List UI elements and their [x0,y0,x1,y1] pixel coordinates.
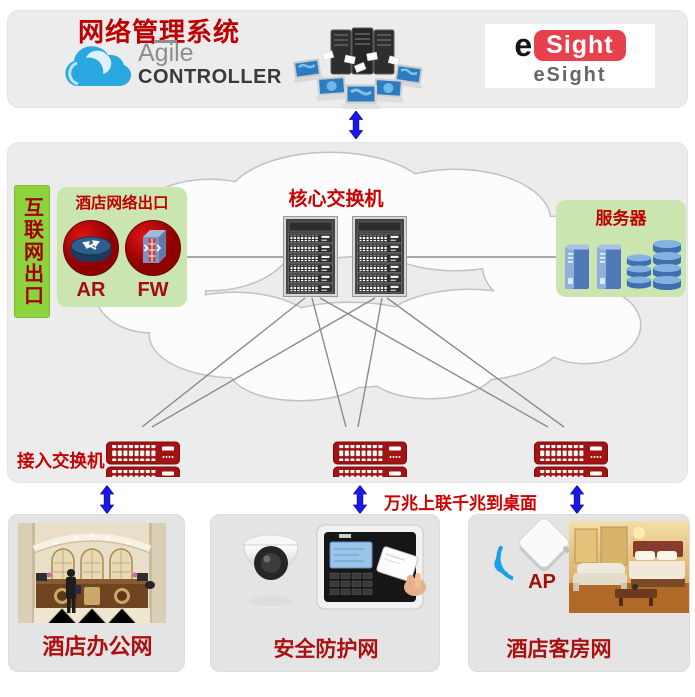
link-arrow-top-icon [349,110,363,140]
access-point-icon [509,517,579,579]
servers-title: 服务器 [595,209,647,228]
hotel-exit-box: 酒店网络出口 [57,187,187,307]
internet-exit-label: 互联网出口 [14,185,50,318]
agile-logo-text: Agile CONTROLLER [138,40,282,88]
dome-camera-icon [237,529,305,613]
esight-wordmark: e Sight [514,27,626,63]
esight-sight: Sight [546,30,614,59]
core-switch-icon [283,216,338,297]
core-switch-icon [352,216,407,297]
link-arrow-left-icon [100,485,114,514]
firewall-label: FW [137,279,169,301]
agile-cloud-icon [56,38,136,94]
access-switch-icon [333,429,407,477]
esight-caption: eSight [533,64,607,86]
link-arrow-middle-icon [353,485,367,514]
ap-label: AP [528,571,556,593]
office-network-card: 酒店办公网 [8,514,185,672]
firewall-icon [124,219,182,277]
access-switch-icon [534,429,608,477]
servers-box: 服务器 [556,200,686,297]
access-switch-icon [106,429,180,477]
guestroom-network-label: 酒店客房网 [506,638,612,661]
database-cylinder-icon [626,240,681,290]
hotel-lobby-image [18,523,166,623]
controller-wordmark: CONTROLLER [138,66,282,88]
guestroom-network-card: AP 酒店客房网 [468,514,690,672]
agile-wordmark: Agile [138,39,194,67]
esight-red-pill: Sight [534,29,626,61]
management-computers-icon [293,26,430,110]
agile-macron-bar [155,40,177,43]
hotel-room-image [569,521,689,613]
router-icon [62,219,120,277]
security-network-card: 安全防护网 [210,514,440,672]
server-tower-icon [560,232,684,294]
wifi-waves-icon [477,545,513,589]
uplink-note: 万兆上联千兆到桌面 [384,494,537,513]
hotel-exit-title: 酒店网络出口 [75,195,169,212]
office-network-label: 酒店办公网 [42,634,153,659]
card-access-terminal-icon [315,523,431,615]
router-label: AR [76,279,106,301]
access-switch-label: 接入交换机 [17,451,105,471]
esight-e: e [514,27,533,63]
link-arrow-right-icon [570,485,584,514]
core-switch-label: 核心交换机 [288,189,384,210]
security-network-label: 安全防护网 [273,638,379,661]
esight-logo: e Sight eSight [485,24,655,88]
